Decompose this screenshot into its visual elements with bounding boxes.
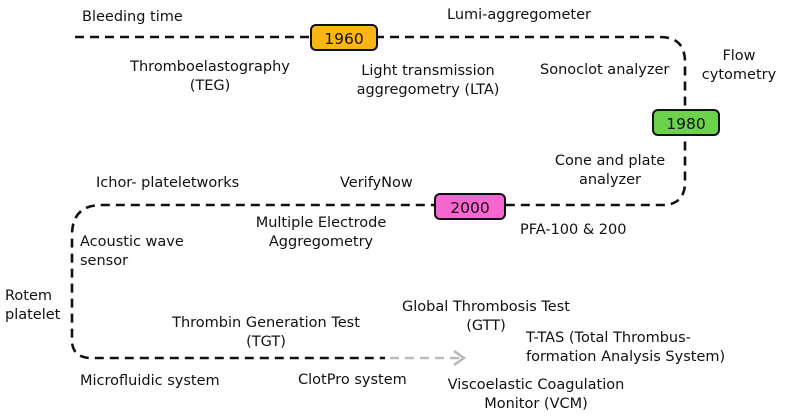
label-vcm-line1: Viscoelastic Coagulation <box>447 377 625 393</box>
label-cone-line1: Cone and plate <box>554 153 666 169</box>
label-sonoclot: Sonoclot analyzer <box>540 62 670 78</box>
label-cone-line2: analyzer <box>578 172 642 188</box>
label-gtt-line2: (GTT) <box>466 318 506 334</box>
future-arrow-head <box>453 349 467 367</box>
label-vcm-line2: Monitor (VCM) <box>484 396 588 412</box>
label-ichor: Ichor- plateletworks <box>96 175 240 191</box>
label-tgt-line1: Thrombin Generation Test <box>172 315 360 331</box>
label-lta-line2: aggregometry (LTA) <box>356 82 500 98</box>
milestone-1960: 1960 <box>310 24 378 51</box>
label-acoustic-line2: sensor <box>80 253 129 269</box>
label-teg-line2: (TEG) <box>189 78 231 94</box>
label-ttas: T-TAS (Total Thrombus- formation Analysi… <box>526 329 725 367</box>
label-gtt: Global Thrombosis Test (GTT) <box>388 298 584 336</box>
label-vcm: Viscoelastic Coagulation Monitor (VCM) <box>438 376 634 414</box>
label-ttas-line2: formation Analysis System) <box>526 349 726 365</box>
label-flow-cytometry: Flow cytometry <box>697 47 781 85</box>
label-ttas-line1: T-TAS (Total Thrombus- <box>526 330 691 346</box>
label-rotem-line1: Rotem <box>5 288 53 304</box>
milestone-2000: 2000 <box>434 193 506 220</box>
label-teg: Thromboelastography (TEG) <box>115 58 305 96</box>
label-lta: Light transmission aggregometry (LTA) <box>340 62 516 100</box>
label-acoustic-line1: Acoustic wave <box>80 234 184 250</box>
label-bleeding-time: Bleeding time <box>82 9 183 25</box>
milestone-1980: 1980 <box>652 109 720 136</box>
label-lumi-aggregometer: Lumi-aggregometer <box>447 7 591 23</box>
label-microfluidic: Microfluidic system <box>80 373 220 389</box>
label-cone-plate: Cone and plate analyzer <box>548 152 672 190</box>
label-rotem: Rotem platelet <box>5 287 60 325</box>
label-gtt-line1: Global Thrombosis Test <box>402 299 570 315</box>
label-rotem-line2: platelet <box>5 307 61 323</box>
label-tgt: Thrombin Generation Test (TGT) <box>158 314 374 352</box>
label-acoustic: Acoustic wave sensor <box>80 233 184 271</box>
label-mea-line1: Multiple Electrode <box>255 215 387 231</box>
label-tgt-line2: (TGT) <box>246 334 286 350</box>
label-pfa: PFA-100 & 200 <box>520 222 627 238</box>
label-teg-line1: Thromboelastography <box>130 59 290 75</box>
label-flow-line1: Flow <box>722 48 756 64</box>
label-flow-line2: cytometry <box>701 67 777 83</box>
timeline-dashed-line <box>70 35 687 360</box>
label-clotpro: ClotPro system <box>298 372 407 388</box>
label-verifynow: VerifyNow <box>340 175 413 191</box>
label-mea-line2: Aggregometry <box>268 234 374 250</box>
label-lta-line1: Light transmission <box>361 63 495 79</box>
label-mea: Multiple Electrode Aggregometry <box>238 214 404 252</box>
